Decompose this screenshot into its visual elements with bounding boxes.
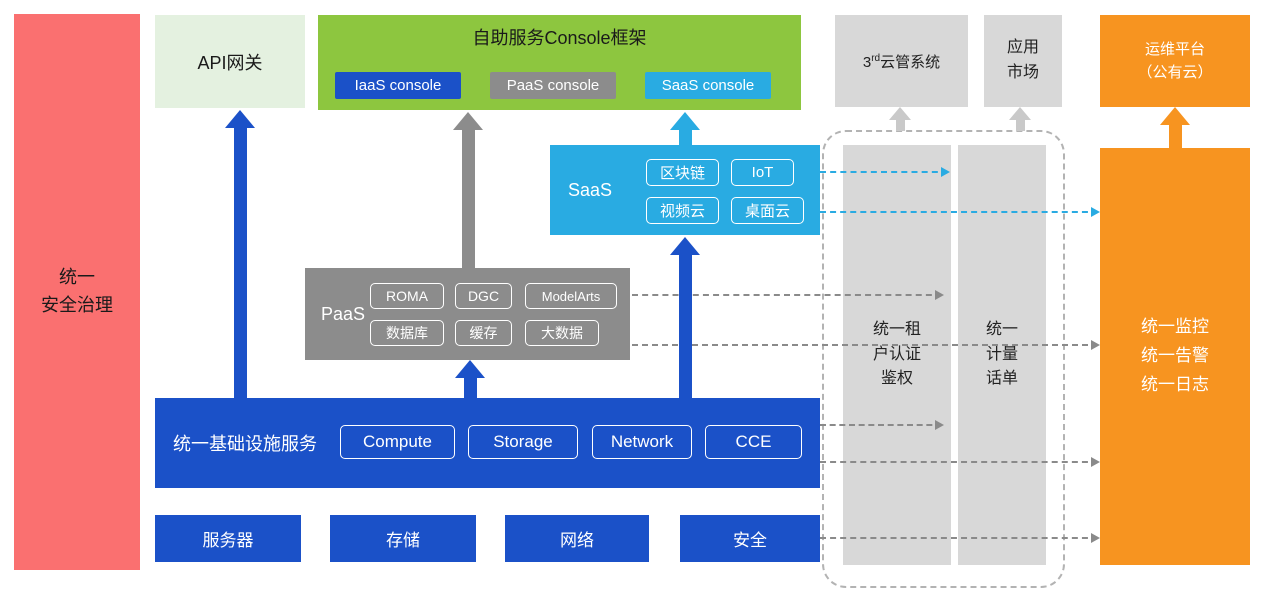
arrow-to-om-platform: [1160, 107, 1190, 148]
third-party-cloud-label: 3rd云管系统: [863, 51, 940, 72]
third-party-rest: 云管系统: [880, 53, 941, 71]
arrow-head: [670, 237, 700, 255]
connector-saas-to-monitor: [820, 207, 1100, 217]
arrow-infra-to-saas: [670, 237, 700, 398]
metering-bar-label: 统一 计量 话单: [985, 320, 1018, 388]
paas-item-database: 数据库: [370, 320, 444, 346]
resource-server-label: 服务器: [202, 531, 254, 550]
saas-item-video-cloud: 视频云: [646, 197, 719, 224]
arrow-head: [1009, 107, 1031, 120]
app-market-box: 应用 市场: [984, 15, 1062, 107]
resource-storage-label: 存储: [386, 531, 420, 550]
arrow-head: [1160, 107, 1190, 125]
connector-paas-to-monitor: [632, 340, 1100, 350]
monitor-bar: 统一监控 统一告警 统一日志: [1100, 148, 1250, 565]
arrow-head: [670, 112, 700, 130]
app-market-label: 应用 市场: [1006, 39, 1039, 81]
infra-item-compute: Compute: [340, 425, 455, 459]
third-party-sup: rd: [871, 52, 881, 64]
arrow-infra-to-paas: [455, 360, 485, 398]
console-frame-box: 自助服务Console框架 IaaS console PaaS console …: [318, 15, 801, 110]
saas-label: SaaS: [568, 179, 613, 200]
om-platform-box: 运维平台 （公有云）: [1100, 15, 1250, 107]
saas-item-desktop-cloud: 桌面云: [731, 197, 804, 224]
console-frame-title: 自助服务Console框架: [472, 28, 647, 48]
security-governance-bar: 统一 安全治理: [14, 14, 140, 570]
arrow-body: [463, 378, 477, 398]
arrow-head: [225, 110, 255, 128]
arrow-to-third-party-cloud: [888, 107, 912, 131]
api-gateway-label: API网关: [197, 52, 263, 73]
resource-network-label: 网络: [560, 531, 594, 550]
resource-box-network: 网络: [505, 515, 649, 562]
infra-item-cce: CCE: [705, 425, 802, 459]
paas-box: PaaS ROMA DGC ModelArts 数据库 缓存 大数据: [305, 268, 630, 360]
arrow-head: [453, 112, 483, 130]
infra-item-network: Network: [592, 425, 692, 459]
infra-label: 统一基础设施服务: [173, 434, 317, 454]
infra-box: 统一基础设施服务 Compute Storage Network CCE: [155, 398, 820, 488]
paas-item-bigdata: 大数据: [525, 320, 599, 346]
connector-saas-to-auth: [820, 167, 950, 177]
arrow-head: [889, 107, 911, 120]
arrow-body: [678, 130, 692, 145]
resource-box-storage: 存储: [330, 515, 476, 562]
arrow-paas-to-console: [451, 112, 485, 268]
monitor-bar-label: 统一监控 统一告警 统一日志: [1141, 317, 1209, 394]
infra-item-storage: Storage: [468, 425, 578, 459]
saas-item-blockchain: 区块链: [646, 159, 719, 186]
paas-item-modelarts: ModelArts: [525, 283, 617, 309]
iaas-console-button: IaaS console: [335, 72, 461, 99]
resource-box-server: 服务器: [155, 515, 301, 562]
paas-item-cache: 缓存: [455, 320, 512, 346]
connector-infra-to-auth: [820, 420, 944, 430]
connector-infra-to-monitor: [820, 457, 1100, 467]
paas-item-dgc: DGC: [455, 283, 512, 309]
auth-bar-label: 统一租 户认证 鉴权: [872, 320, 921, 388]
connector-security-to-monitor: [820, 533, 1100, 543]
auth-bar: 统一租 户认证 鉴权: [843, 145, 951, 565]
shared-services-boundary: [822, 130, 1065, 588]
connector-paas-to-auth: [632, 290, 944, 300]
arrow-head: [455, 360, 485, 378]
saas-box: SaaS 区块链 IoT 视频云 桌面云: [550, 145, 820, 235]
saas-console-button: SaaS console: [645, 72, 771, 99]
paas-item-roma: ROMA: [370, 283, 444, 309]
resource-box-security: 安全: [680, 515, 820, 562]
arrow-infra-to-api-gateway: [225, 110, 255, 398]
security-governance-label: 统一 安全治理: [41, 267, 113, 315]
arrow-body: [1015, 120, 1025, 131]
resource-security-label: 安全: [733, 531, 767, 550]
om-platform-label: 运维平台 （公有云）: [1137, 40, 1213, 81]
arrow-to-app-market: [1008, 107, 1032, 131]
arrow-body: [461, 130, 475, 268]
arrow-body: [233, 128, 247, 398]
arrow-body: [895, 120, 905, 131]
arrow-body: [678, 255, 692, 398]
paas-label: PaaS: [321, 303, 366, 324]
third-party-cloud-box: 3rd云管系统: [835, 15, 968, 107]
arrow-saas-to-console: [670, 112, 700, 145]
api-gateway-box: API网关: [155, 15, 305, 108]
paas-console-button: PaaS console: [490, 72, 616, 99]
third-party-num: 3: [862, 53, 872, 71]
saas-item-iot: IoT: [731, 159, 794, 186]
metering-bar: 统一 计量 话单: [958, 145, 1046, 565]
arrow-body: [1168, 125, 1182, 148]
